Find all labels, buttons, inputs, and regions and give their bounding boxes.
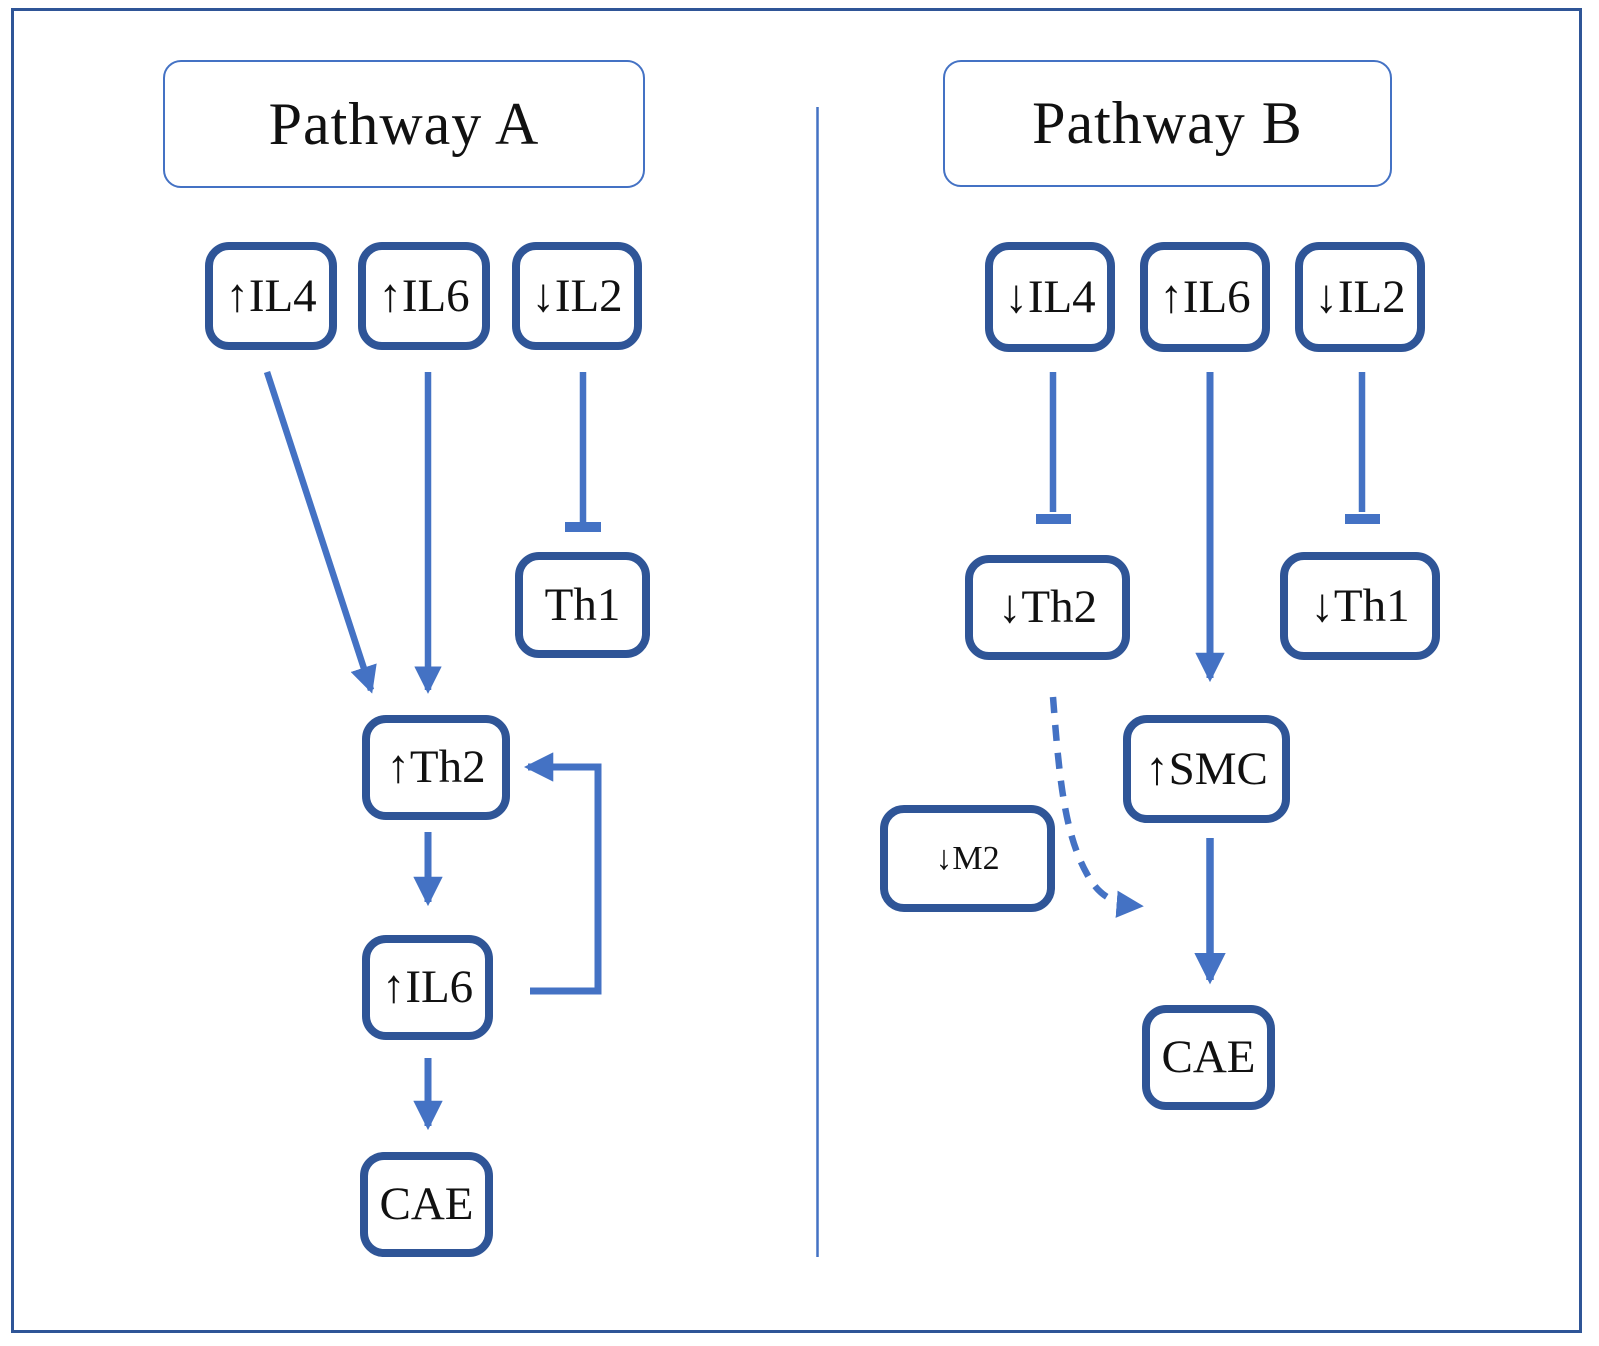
- node-a-il4: ↑IL4: [205, 242, 337, 350]
- node-b-il6-label: ↑IL6: [1159, 270, 1251, 323]
- node-b-il2-label: ↓IL2: [1314, 270, 1406, 323]
- feedback-a-il6-to-th2: [523, 752, 602, 995]
- node-b-m2-label: ↓M2: [935, 839, 1000, 877]
- node-a-il6-top: ↑IL6: [358, 242, 490, 350]
- node-b-cae-label: CAE: [1161, 1031, 1256, 1083]
- node-a-il2: ↓IL2: [512, 242, 642, 350]
- pathway-b-title-box: Pathway B: [943, 60, 1392, 187]
- node-a-il6-mid-label: ↑IL6: [381, 961, 474, 1013]
- arrow-a-il4-to-th2: [263, 370, 377, 694]
- node-a-cae-label: CAE: [379, 1178, 474, 1230]
- node-a-th2: ↑Th2: [362, 715, 510, 820]
- node-b-m2: ↓M2: [880, 805, 1055, 912]
- node-b-smc: ↑SMC: [1123, 715, 1290, 823]
- node-b-il6: ↑IL6: [1140, 242, 1270, 352]
- node-b-th1: ↓Th1: [1280, 552, 1440, 660]
- node-a-th2-label: ↑Th2: [386, 741, 486, 793]
- node-b-th1-label: ↓Th1: [1310, 579, 1410, 632]
- pathway-b-title: Pathway B: [1032, 90, 1303, 156]
- node-b-th2: ↓Th2: [965, 555, 1130, 660]
- node-b-il4-label: ↓IL4: [1004, 270, 1096, 323]
- node-a-th1-label: Th1: [544, 578, 621, 631]
- node-b-smc-label: ↑SMC: [1145, 742, 1268, 795]
- node-a-il2-label: ↓IL2: [531, 269, 623, 322]
- node-b-il4: ↓IL4: [985, 242, 1115, 352]
- node-a-il6-top-label: ↑IL6: [378, 269, 470, 322]
- node-b-cae: CAE: [1142, 1005, 1275, 1110]
- node-b-th2-label: ↓Th2: [997, 581, 1098, 633]
- node-a-il4-label: ↑IL4: [225, 269, 317, 322]
- node-a-il6-mid: ↑IL6: [362, 935, 493, 1040]
- pathway-a-title: Pathway A: [268, 90, 540, 157]
- pathway-a-title-box: Pathway A: [163, 60, 645, 188]
- node-b-il2: ↓IL2: [1295, 242, 1425, 352]
- node-a-cae: CAE: [360, 1152, 493, 1257]
- node-a-th1: Th1: [515, 552, 650, 658]
